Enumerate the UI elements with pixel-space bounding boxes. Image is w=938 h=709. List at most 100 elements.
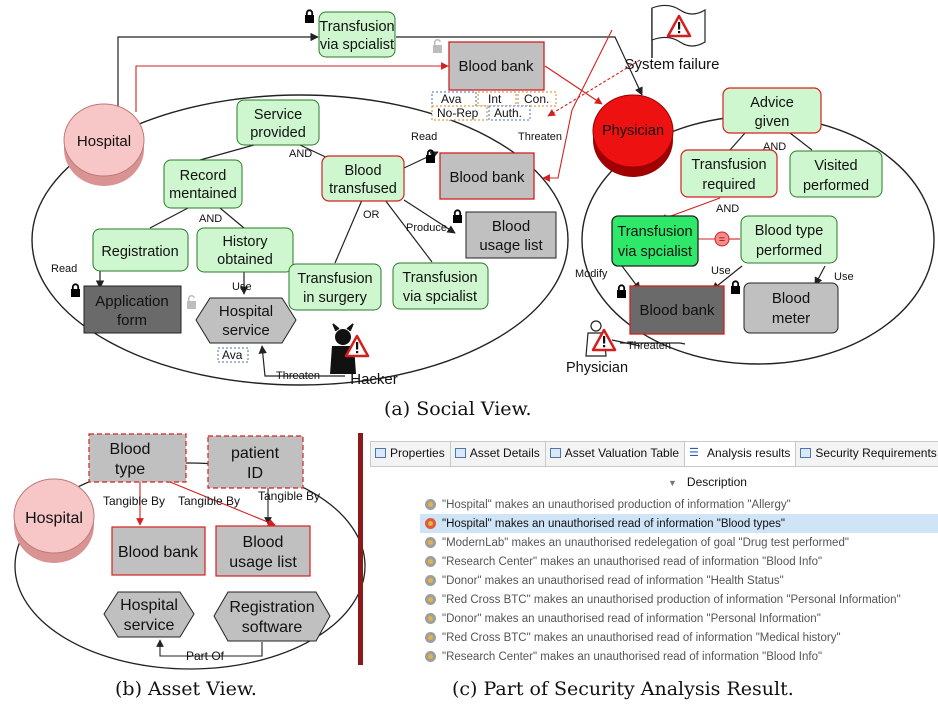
tab-security-requirements-label: Security Requirements [815,446,937,460]
goal-service-provided-l2: provided [250,125,306,141]
tab-asset-details-label: Asset Details [469,446,540,460]
goal-blood-l2: transfused [329,181,397,197]
list-item[interactable]: "Red Cross BTC" makes an unauthorised pr… [420,590,938,609]
asset-blood-bank-top-label: Blood bank [458,58,534,75]
tab-properties[interactable]: Properties [371,442,451,466]
goal-transfusion-required[interactable] [680,149,778,198]
description-column-header[interactable]: ▼Description [668,475,747,489]
edge-blood-usage [403,199,456,234]
physician-actor[interactable] [592,94,674,177]
list-item[interactable]: "Donor" makes an unauthorised read of in… [420,571,938,590]
goal-visited-performed[interactable] [789,150,883,198]
edge-label-tangible1: Tangible By [103,494,165,508]
edge-systemfailure-banktop [547,59,641,117]
threat-icon [425,632,436,643]
asset-blood-bank-top[interactable] [448,41,545,91]
asset-hospital-label: Hospital [25,510,83,527]
tab-analysis-results-label: Analysis results [707,446,791,460]
asset-av-hservice-l1: Hospital [120,597,178,614]
list-item[interactable]: "Research Center" makes an unauthorised … [420,552,938,571]
list-item-selected[interactable]: "Hospital" makes an unauthorised read of… [420,514,938,533]
caption-asset-view: (b) Asset View. [115,678,257,700]
edge-label-threaten1: Threaten [518,131,562,143]
goal-history-obtained[interactable] [196,227,294,273]
asset-av-usage-l1: Blood [243,534,284,551]
asset-meter-l1: Blood [772,290,810,307]
list-item[interactable]: "Research Center" makes an unauthorised … [420,647,938,666]
goal-blood-type-performed[interactable] [740,215,838,264]
asset-blood-bank-mid[interactable] [439,152,535,200]
tab-properties-label: Properties [390,446,445,460]
tag-con: Con. [524,92,549,106]
goal-blood-l1: Blood [344,163,381,179]
asset-blood-bank-phys-label: Blood bank [639,302,715,319]
edge-record-history [219,207,245,229]
list-item[interactable]: "ModernLab" makes an unauthorised redele… [420,533,938,552]
asset-usage-l2: usage list [479,237,543,254]
goal-service-provided-l1: Service [254,107,302,123]
threat-icon [425,613,436,624]
tab-asset-valuation-label: Asset Valuation Table [564,446,680,460]
edge-label-and2: AND [199,213,222,225]
list-item[interactable]: "Hospital" makes an unauthorised product… [420,495,938,514]
asset-av-hospital-service[interactable] [103,591,195,638]
goal-transfusion-specialist[interactable] [392,262,489,310]
list-item[interactable]: "Red Cross BTC" makes an unauthorised re… [420,628,938,647]
goal-spec-phys-l2: via spcialist [618,244,692,260]
asset-patientid-l2: ID [247,465,263,482]
asset-registration-software[interactable] [213,591,331,642]
analysis-panel: Properties Asset Details Asset Valuation… [358,433,938,665]
goal-transfusion-specialist-phys[interactable] [611,215,699,267]
tab-security-requirements[interactable]: Security Requirements [796,442,938,466]
goal-registration-label: Registration [101,244,178,260]
edge-label-use3: Use [834,271,854,283]
goal-advice-l2: given [755,114,790,130]
goal-transfusion-top[interactable] [318,11,396,58]
goal-registration[interactable] [92,228,189,272]
threat-icon [425,651,436,662]
list-item[interactable]: "Donor" makes an unauthorised read of in… [420,609,938,628]
tab-asset-valuation[interactable]: Asset Valuation Table [546,442,686,466]
hospital-actor[interactable] [63,103,145,186]
asset-application-form[interactable] [83,285,182,334]
asset-av-blood-bank[interactable] [111,526,206,576]
asset-blood-bank-phys[interactable] [629,285,725,335]
goal-service-provided[interactable] [236,99,320,146]
tab-asset-details[interactable]: Asset Details [451,442,546,466]
asset-patientid-l1: patient [231,445,280,462]
goal-record-maintained[interactable] [163,159,243,209]
edge-label-read2: Read [411,131,437,143]
asset-hospital-service[interactable] [195,297,297,344]
tag-ava: Ava [441,92,462,106]
hacker-label: Hacker [350,371,398,388]
threat-icon [425,556,436,567]
analysis-tab-bar: Properties Asset Details Asset Valuation… [370,441,938,467]
analysis-results-list: "Hospital" makes an unauthorised product… [420,495,938,666]
goal-blood-transfused[interactable] [321,155,405,202]
asset-regsw-l1: Registration [229,599,314,616]
goal-advice-given[interactable] [722,87,822,134]
goal-history-l1: History [222,234,268,250]
asset-blood-type[interactable] [88,433,187,483]
asset-hospital-actor[interactable] [13,478,95,563]
asset-blood-meter[interactable] [743,282,839,334]
edge-label-use1: Use [232,281,252,293]
asset-patient-id[interactable] [207,435,304,489]
goal-required-l1: Transfusion [691,157,766,173]
goal-specialist-l1: Transfusion [402,270,477,286]
tag-auth: Auth. [494,106,522,120]
tab-analysis-results[interactable]: ☰Analysis results [685,442,797,466]
goal-record-l2: mentained [169,186,237,202]
goal-transfusion-surgery[interactable] [288,263,382,311]
edge-label-produce: Produce [406,222,447,234]
list-item-text: "Research Center" makes an unauthorised … [442,650,823,663]
goal-visited-l2: performed [803,178,869,194]
asset-av-blood-usage[interactable] [215,525,311,577]
asset-blood-usage-list[interactable] [465,211,557,259]
edge-label-and-phys2: AND [716,203,739,215]
